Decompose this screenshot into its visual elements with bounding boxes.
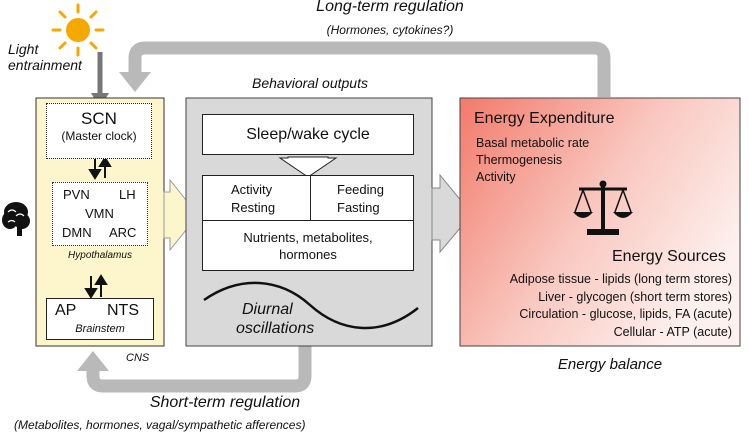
source-item: Cellular - ATP (acute) [613, 324, 732, 339]
behavior-to-energy-arrow [431, 173, 473, 254]
expenditure-item: Thermogenesis [476, 153, 563, 167]
brainstem-label: Brainstem [75, 323, 125, 335]
sun-icon [51, 3, 105, 57]
nutrients-line2: hormones [279, 247, 337, 262]
diurnal-oscillation-wave [203, 281, 419, 330]
energy-expenditure-list: Basal metabolic rate Thermogenesis Activ… [476, 135, 589, 186]
ap-label: AP [55, 302, 77, 319]
pvn-label: PVN [63, 187, 90, 202]
dmn-label: DMN [62, 225, 92, 240]
light-entrainment-label: Light entrainment [8, 41, 82, 73]
long-term-title: Long-term regulation [316, 0, 464, 15]
source-item: Adipose tissue - lipids (long term store… [509, 272, 732, 286]
energy-sources-list: Adipose tissue - lipids (long term store… [466, 271, 732, 341]
energy-panel [459, 97, 741, 347]
hypothalamus-label: Hypothalamus [68, 250, 132, 261]
light-entrainment-line1: Light [8, 41, 39, 57]
short-term-subtitle: (Metabolites, hormones, vagal/sympatheti… [14, 418, 306, 432]
source-item: Circulation - glucose, lipids, FA (acute… [519, 307, 732, 321]
long-term-arrowhead [119, 72, 151, 92]
behavioral-title: Behavioral outputs [252, 75, 368, 91]
short-term-arrowhead [77, 351, 109, 371]
cns-to-behavior-arrow [163, 178, 199, 252]
long-term-subtitle: (Hormones, cytokines?) [326, 23, 454, 37]
cns-label: CNS [126, 352, 150, 364]
short-term-title: Short-term regulation [149, 394, 301, 411]
nutrients-cell: Nutrients, metabolites, hormones [203, 229, 413, 263]
expenditure-item: Basal metabolic rate [476, 136, 590, 150]
brain-icon [2, 202, 30, 236]
sleep-wake-box: Sleep/wake cycle [202, 114, 414, 155]
scn-title: SCN [81, 109, 117, 128]
resting-label: Resting [231, 200, 276, 215]
sleep-wake-down-arrow [278, 156, 338, 178]
expenditure-item: Activity [476, 170, 516, 184]
short-term-feedback-arrow [86, 345, 312, 393]
arc-label: ARC [109, 225, 137, 240]
diurnal-label: Diurnal oscillations [236, 300, 314, 338]
feeding-fasting-cell: Feeding Fasting [310, 176, 414, 221]
energy-expenditure-title: Energy Expenditure [474, 110, 615, 127]
scn-subtitle: (Master clock) [61, 129, 137, 143]
diurnal-line2: oscillations [236, 320, 315, 337]
nts-label: NTS [107, 302, 139, 319]
scn-hypothalamus-arrows [88, 156, 112, 180]
vmn-label: VMN [85, 206, 114, 221]
light-entrainment-line2: entrainment [8, 57, 82, 73]
balance-scale-icon [573, 180, 633, 235]
hypothalamus-brainstem-arrows [84, 274, 108, 299]
scn-box: SCN (Master clock) [46, 103, 152, 159]
energy-balance-label: Energy balance [557, 356, 663, 373]
lh-label: LH [119, 187, 136, 202]
hypothalamus-box: PVN LH VMN DMN ARC [52, 182, 148, 246]
nutrients-line1: Nutrients, metabolites, [243, 230, 373, 245]
long-term-feedback-arrow [128, 41, 611, 97]
diurnal-line1: Diurnal [242, 301, 293, 318]
activity-resting-cell: Activity Resting [203, 176, 311, 221]
activity-label: Activity [231, 182, 273, 197]
fasting-label: Fasting [337, 200, 380, 215]
source-item: Liver - glycogen (short term stores) [538, 289, 732, 304]
brainstem-box: AP NTS Brainstem [46, 298, 154, 340]
energy-sources-title: Energy Sources [612, 248, 726, 265]
feeding-label: Feeding [337, 182, 384, 197]
activity-feeding-box: Activity Resting Feeding Fasting Nutrien… [202, 175, 414, 271]
